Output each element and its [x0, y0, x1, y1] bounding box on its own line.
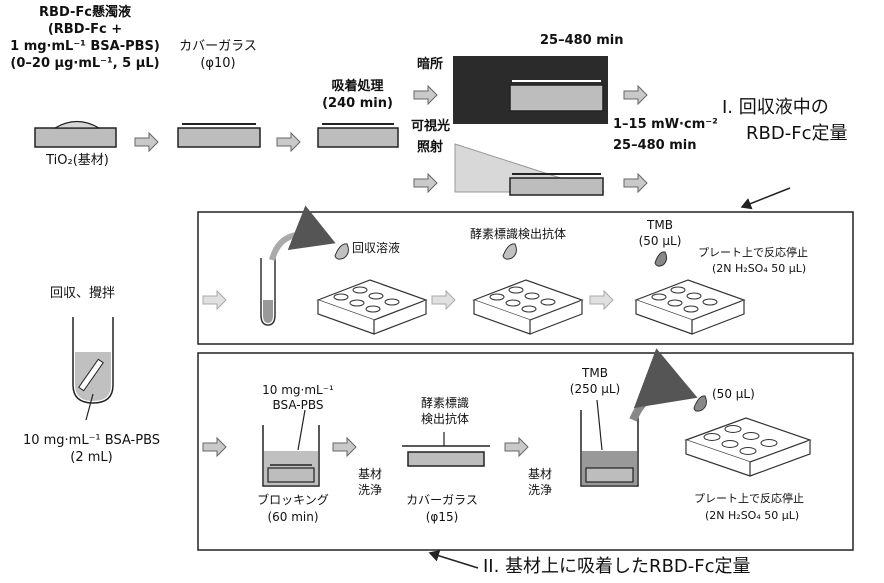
block-arrow [504, 436, 529, 458]
cover-glass-label: カバーガラス [179, 39, 257, 54]
cover-glass-size: (φ10) [200, 56, 236, 71]
section2-box [197, 352, 854, 551]
blocking-label: ブロッキング [257, 493, 329, 507]
block-arrow [623, 172, 648, 194]
cover-glass-size-15: (φ15) [425, 510, 459, 524]
block-arrow [589, 289, 614, 311]
blocking-time: (60 min) [267, 510, 319, 524]
block-arrow [202, 436, 227, 458]
wash1-line1: 基材 [357, 467, 382, 481]
droplet [693, 395, 707, 412]
substrate-with-droplet [34, 120, 117, 148]
stop-reagent: (2N H₂SO₄ 50 μL) [712, 262, 807, 275]
block-arrow [276, 131, 301, 153]
light-time: 25–480 min [613, 138, 697, 153]
cover-glass-label-15: カバーガラス [406, 493, 478, 507]
adsorbed-substrate [317, 123, 399, 148]
section1-box [197, 211, 854, 345]
droplet [502, 243, 517, 260]
pointer-arrow-section2 [428, 549, 479, 569]
enzyme-antibody-label: 酵素標識検出抗体 [470, 227, 567, 241]
bsa-volume: (2 mL) [70, 450, 113, 465]
suspension-line3: 1 mg·mL⁻¹ BSA-PBS) [10, 39, 160, 54]
pointer-line-bsa-pbs [297, 409, 306, 451]
block-arrow [623, 84, 648, 106]
adsorption-label: 吸着処理 [331, 79, 384, 94]
transfer-curve-arrow [629, 348, 698, 422]
recovery-vial [72, 317, 114, 404]
substrate-label: TiO₂(基材) [46, 153, 109, 168]
bsa-conc: 10 mg·mL⁻¹ [262, 383, 334, 397]
pointer-line-bsa [85, 393, 94, 421]
section1-title-2: RBD-Fc定量 [746, 123, 848, 144]
intensity-label: 1–15 mW·cm⁻² [613, 117, 718, 132]
tmb-volume: (50 μL) [638, 234, 682, 248]
block-arrow [431, 289, 456, 311]
wash2-line1: 基材 [527, 467, 552, 481]
pointer-arrow-section1 [740, 187, 791, 210]
pipette-curve-arrow [269, 205, 336, 261]
transfer-volume: (50 μL) [712, 387, 755, 401]
well-plate [634, 279, 746, 335]
section1-title-1: I. 回収液中の [722, 97, 829, 118]
substrate-with-cover-glass [177, 123, 261, 148]
well-plate [472, 279, 584, 335]
block-arrow [332, 436, 357, 458]
wash1-line2: 洗浄 [357, 483, 382, 497]
recovery-tube [260, 258, 276, 326]
tmb-label-box2: TMB [582, 366, 608, 380]
visible-light-condition [454, 143, 605, 196]
dark-condition-box [453, 56, 608, 124]
enzyme-line1: 酵素標識 [420, 396, 469, 410]
tmb-label: TMB [647, 218, 673, 232]
well-plate [684, 417, 812, 477]
substrate-with-antibody [402, 445, 490, 467]
enzyme-line2: 検出抗体 [420, 412, 469, 426]
tmb-volume-box2: (250 μL) [569, 382, 621, 396]
suspension-line2: (RBD-Fc + [47, 22, 123, 37]
adsorption-time: (240 min) [322, 96, 393, 111]
block-arrow [202, 289, 227, 311]
wash2-line2: 洗浄 [527, 483, 552, 497]
dark-time: 25–480 min [540, 33, 624, 48]
stop-reagent-box2: (2N H₂SO₄ 50 μL) [705, 509, 800, 522]
suspension-title: RBD-Fc懸濁液 [39, 5, 131, 20]
blocking-container [262, 425, 320, 487]
tmb-container [580, 410, 639, 487]
droplet [654, 251, 668, 267]
block-arrow [134, 131, 159, 153]
stop-label: プレート上で反応停止 [698, 246, 808, 259]
block-arrow [413, 84, 438, 106]
visible-light-label-2: 照射 [417, 140, 444, 155]
pointer-line-tmb [596, 399, 603, 451]
well-plate [316, 279, 428, 335]
dark-label: 暗所 [417, 57, 444, 72]
recover-label: 回収、攪拌 [50, 286, 116, 301]
bsa-name: BSA-PBS [272, 398, 324, 412]
block-arrow [413, 172, 438, 194]
bsa-label: 10 mg·mL⁻¹ BSA-PBS [22, 433, 161, 448]
suspension-line4: (0–20 μg·mL⁻¹, 5 μL) [10, 56, 160, 71]
recovered-solution-label: 回収溶液 [352, 241, 401, 255]
droplet [334, 243, 349, 260]
visible-light-label-1: 可視光 [411, 119, 451, 134]
section2-title: II. 基材上に吸着したRBD-Fc定量 [483, 556, 751, 577]
stop-label-box2: プレート上で反応停止 [694, 492, 804, 505]
